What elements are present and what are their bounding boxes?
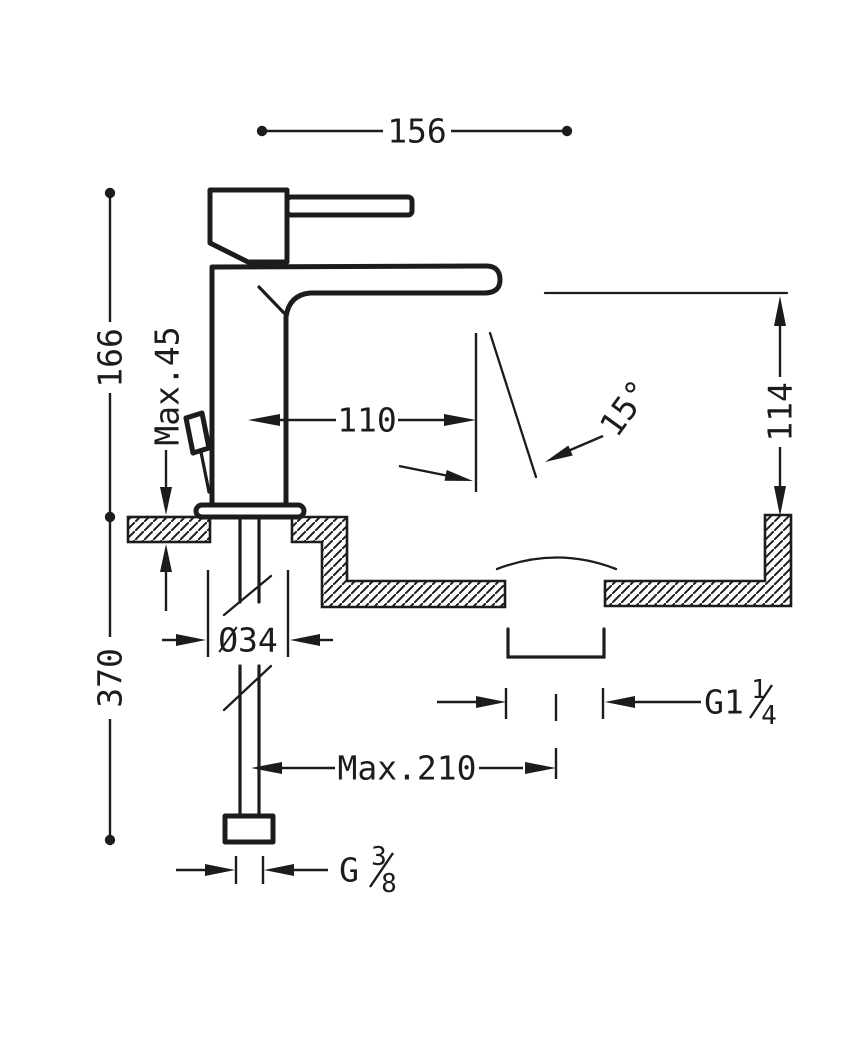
drain-tailpiece (506, 627, 606, 659)
arrowhead-down (160, 487, 172, 515)
dimension-stream-angle: 15° (488, 331, 659, 479)
dimension-label-15deg: 15° (592, 372, 659, 443)
dimension-max-drain-offset: Max.210 (251, 748, 558, 788)
arrowhead-left (264, 864, 294, 876)
dimension-below-counter-depth: 370 (91, 521, 130, 846)
arrowhead-down (774, 486, 786, 516)
datum-dot (104, 187, 116, 199)
arrowhead-left (251, 762, 282, 774)
dimension-outlet-height: 114 (543, 291, 800, 516)
dimension-label-max210: Max.210 (337, 749, 476, 788)
arrowhead-leader (444, 470, 473, 481)
basin-section-left (290, 515, 507, 609)
basin-section-right (603, 513, 793, 608)
arrowhead-right (444, 414, 476, 426)
datum-dot (256, 125, 268, 137)
datum-dot (104, 511, 116, 523)
arrowhead-right (205, 864, 235, 876)
dimension-label-156: 156 (387, 112, 447, 151)
thread-fraction-numerator: 3 (371, 842, 387, 872)
arrowhead-left (248, 414, 280, 426)
faucet-body (183, 187, 503, 845)
drain-dome (495, 556, 618, 571)
datum-dot (561, 125, 573, 137)
dimension-label-370: 370 (91, 648, 130, 708)
arrowhead-right (476, 696, 506, 708)
dimension-max-counter-thickness: Max.45 (148, 326, 187, 611)
hose-break-mark-upper (222, 574, 273, 617)
arrowhead-left (290, 634, 320, 646)
arrowhead-up (774, 296, 786, 326)
arrowhead-leader (545, 445, 573, 462)
arrowhead-up (160, 544, 172, 572)
water-stream-line (488, 331, 538, 479)
dimension-label-166: 166 (91, 328, 130, 388)
datum-dot (104, 834, 116, 846)
drain-assembly (495, 556, 618, 659)
dimension-height-above-counter: 166 (91, 187, 130, 523)
dimension-spout-span: 156 (256, 112, 573, 151)
thread-label-g1: G1 (704, 683, 744, 722)
dimension-label-110: 110 (337, 401, 397, 440)
spout-and-column-outline (209, 263, 503, 508)
counter-slab-left (126, 515, 212, 544)
arrowhead-right (176, 634, 206, 646)
dimension-label-max45: Max.45 (148, 326, 187, 445)
dimension-label-114: 114 (761, 382, 800, 442)
thread-fraction-denominator: 4 (761, 701, 777, 731)
dimension-drain-thread: G1 1 4 (437, 675, 777, 731)
dimension-shank-diameter: Ø34 (162, 570, 333, 660)
arrowhead-right (525, 762, 556, 774)
handle-lever (284, 194, 415, 218)
spout-inner-edge (257, 285, 286, 315)
thread-fraction-denominator: 8 (381, 869, 397, 899)
fraction-slash (369, 852, 394, 888)
outlet-leader-line (398, 464, 450, 478)
dimension-spout-reach: 110 (248, 333, 478, 492)
hose-break-mark-lower (222, 664, 273, 712)
dimension-supply-thread: G 3 8 (176, 842, 397, 899)
arrowhead-left (605, 696, 635, 708)
dimension-label-d34: Ø34 (218, 621, 278, 660)
fraction-slash (749, 684, 773, 719)
handle-block (207, 187, 290, 265)
base-plate (193, 502, 307, 520)
fixing-stud (183, 410, 212, 456)
hose-connector (222, 813, 276, 845)
counter-cross-section (126, 513, 793, 609)
thread-label-g: G (339, 851, 359, 890)
fixing-stud-pin (199, 450, 211, 494)
